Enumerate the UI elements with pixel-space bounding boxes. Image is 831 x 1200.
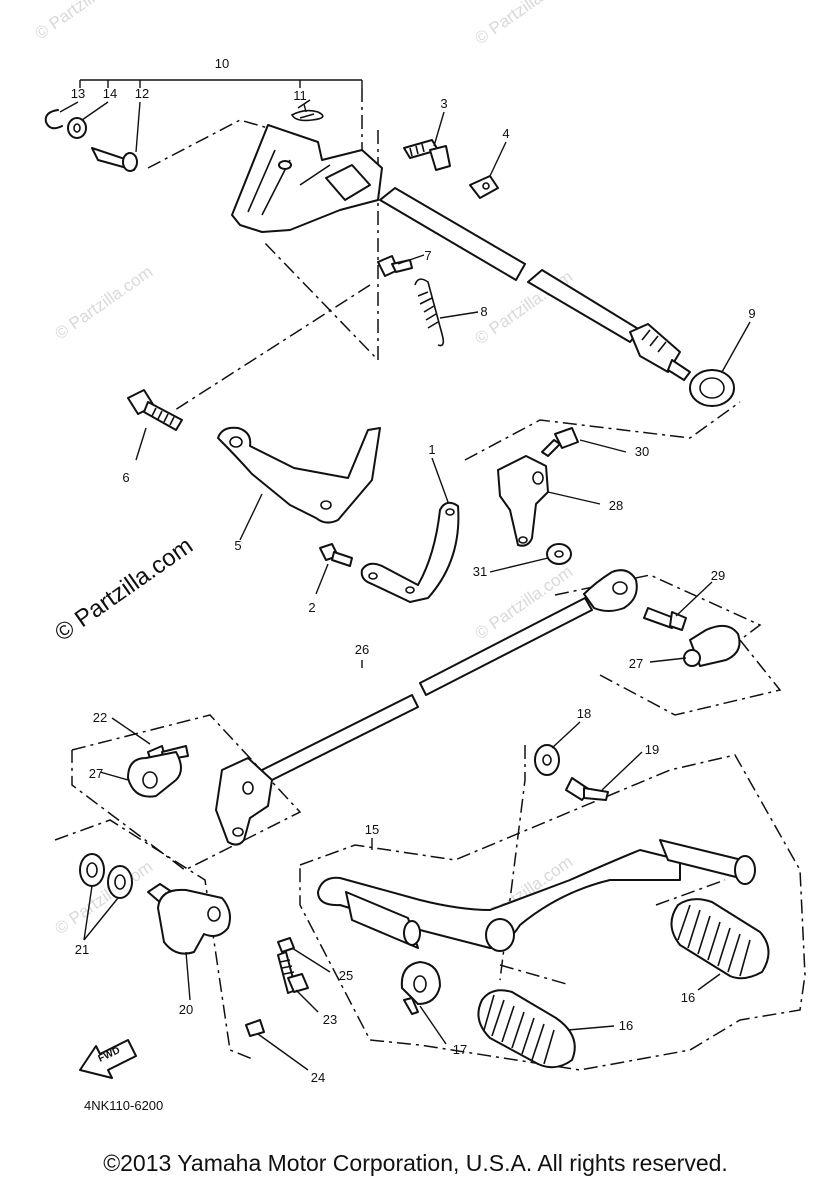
callout-29: 29 xyxy=(711,568,725,583)
callout-10: 10 xyxy=(215,56,229,71)
diagram-code: 4NK110-6200 xyxy=(84,1098,163,1113)
callout-25: 25 xyxy=(339,968,353,983)
pin-washer-clip xyxy=(44,109,138,172)
rod-joint-left xyxy=(127,745,273,846)
callout-2: 2 xyxy=(308,600,315,615)
callout-16-right: 16 xyxy=(681,990,695,1005)
adjuster-23-24-25 xyxy=(245,937,309,1037)
callout-20: 20 xyxy=(179,1002,193,1017)
rod-joint-27-right xyxy=(683,624,741,667)
callout-bracket-10 xyxy=(79,79,363,88)
callout-28: 28 xyxy=(609,498,623,513)
callout-22: 22 xyxy=(93,710,107,725)
callout-30: 30 xyxy=(635,444,649,459)
callout-7: 7 xyxy=(424,248,431,263)
bolt-7-spring-8 xyxy=(377,255,445,347)
callout-19: 19 xyxy=(645,742,659,757)
callout-21: 21 xyxy=(75,942,89,957)
shift-lever-5 xyxy=(217,426,381,524)
watermark-text: © Partzilla.com xyxy=(31,0,136,43)
watermark-text: © Partzilla.com xyxy=(471,0,576,48)
callout-23: 23 xyxy=(323,1012,337,1027)
bolt-3-and-clip-4 xyxy=(403,139,499,199)
watermark-text: © Partzilla.com xyxy=(51,262,156,343)
shift-rod-26 xyxy=(261,569,687,783)
leader-lines xyxy=(59,101,751,1071)
callout-27-right: 27 xyxy=(629,656,643,671)
callout-12: 12 xyxy=(135,86,149,101)
shift-shaft xyxy=(379,187,735,407)
callout-1: 1 xyxy=(428,442,435,457)
callout-4: 4 xyxy=(502,126,509,141)
callout-18: 18 xyxy=(577,706,591,721)
shift-pedal-15 xyxy=(317,839,756,952)
fwd-arrow-icon: FWD xyxy=(79,1039,137,1079)
callout-17: 17 xyxy=(453,1042,467,1057)
callout-26: 26 xyxy=(355,642,369,657)
shift-lever-upper xyxy=(231,99,383,233)
rod-end-17 xyxy=(400,961,441,1015)
shift-arm-20 xyxy=(147,883,231,955)
callout-8: 8 xyxy=(480,304,487,319)
callout-11: 11 xyxy=(293,88,307,103)
copyright-notice: ©2013 Yamaha Motor Corporation, U.S.A. A… xyxy=(103,1150,728,1176)
callout-24: 24 xyxy=(311,1070,325,1085)
callout-27-left: 27 xyxy=(89,766,103,781)
watermark-main: © Partzilla.com xyxy=(50,532,198,647)
washer-18-bolt-19 xyxy=(534,744,609,801)
callout-5: 5 xyxy=(234,538,241,553)
callout-3: 3 xyxy=(440,96,447,111)
callout-31: 31 xyxy=(473,564,487,579)
bolt-6 xyxy=(127,389,183,431)
callout-15: 15 xyxy=(365,822,379,837)
callout-6: 6 xyxy=(122,470,129,485)
callout-13: 13 xyxy=(71,86,85,101)
shift-guide-1 xyxy=(319,501,460,603)
washers-21 xyxy=(79,853,133,899)
callout-labels: 10 11 12 13 14 3 4 7 8 9 6 5 1 2 30 28 3… xyxy=(71,56,756,1085)
callout-14: 14 xyxy=(103,86,117,101)
callout-16-left: 16 xyxy=(619,1018,633,1033)
pedal-rubber-16 xyxy=(477,898,770,1069)
callout-9: 9 xyxy=(748,306,755,321)
